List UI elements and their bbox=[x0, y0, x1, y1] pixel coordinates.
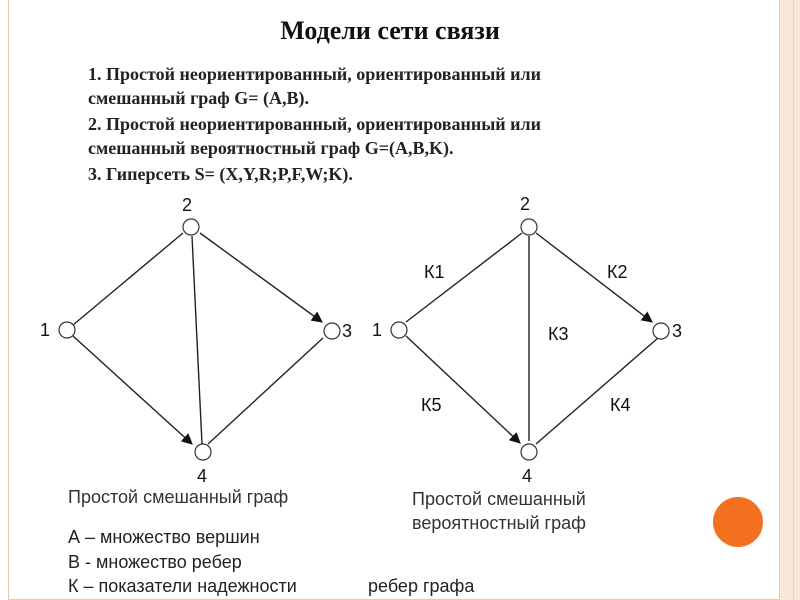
right-node-3 bbox=[652, 322, 670, 340]
left-node-3 bbox=[323, 322, 341, 340]
edge-k1 bbox=[405, 232, 523, 323]
right-node-2-label: 2 bbox=[520, 194, 530, 214]
decorative-orange-circle bbox=[713, 497, 763, 547]
right-graph-caption-line-2: вероятностный граф bbox=[412, 513, 586, 533]
edge-label-k3: К3 bbox=[548, 324, 569, 344]
decorative-side-strip bbox=[779, 0, 800, 600]
right-graph-caption-line-1: Простой смешанный bbox=[412, 489, 586, 509]
edge-k4 bbox=[535, 337, 659, 445]
left-node-1-label: 1 bbox=[40, 320, 50, 340]
edge-4-3 bbox=[207, 337, 324, 445]
right-node-2 bbox=[520, 218, 538, 236]
left-node-4 bbox=[194, 443, 212, 461]
left-node-3-label: 3 bbox=[342, 321, 352, 341]
right-node-1-label: 1 bbox=[372, 320, 382, 340]
edge-2-3-arrow bbox=[199, 232, 323, 323]
edge-k5-arrow bbox=[405, 335, 521, 444]
definition-line-5: 3. Гиперсеть S= (X,Y,R;P,F,W;K). bbox=[88, 164, 353, 184]
left-node-1 bbox=[58, 321, 76, 339]
right-node-4-label: 4 bbox=[522, 466, 532, 486]
edge-1-4-arrow bbox=[72, 335, 193, 445]
edge-2-4 bbox=[191, 235, 203, 445]
edge-label-k2: К2 bbox=[607, 262, 628, 282]
definition-line-2: смешанный граф G= (A,B). bbox=[88, 88, 309, 108]
edge-label-k1: К1 bbox=[424, 262, 445, 282]
left-graph: 1 2 3 4 bbox=[40, 195, 352, 486]
definition-line-3: 2. Простой неориентированный, ориентиров… bbox=[88, 114, 541, 134]
decorative-strip-line bbox=[793, 0, 794, 600]
left-node-2-label: 2 bbox=[182, 195, 192, 215]
edge-label-k5: К5 bbox=[421, 395, 442, 415]
legend-edges: В - множество ребер bbox=[68, 552, 242, 572]
definition-line-4: смешанный вероятностный граф G=(A,B,K). bbox=[88, 138, 454, 158]
left-node-2 bbox=[182, 218, 200, 236]
right-node-4 bbox=[520, 443, 538, 461]
legend-reliability-suffix: ребер графа bbox=[368, 576, 475, 596]
edge-k2-arrow bbox=[535, 232, 653, 323]
legend-reliability: К – показатели надежности bbox=[68, 576, 297, 596]
edge-1-2 bbox=[72, 232, 184, 326]
right-node-3-label: 3 bbox=[672, 321, 682, 341]
right-node-1 bbox=[390, 321, 408, 339]
slide-title: Модели сети связи bbox=[280, 16, 500, 45]
left-node-4-label: 4 bbox=[197, 466, 207, 486]
definition-line-1: 1. Простой неориентированный, ориентиров… bbox=[88, 64, 541, 84]
left-graph-caption: Простой смешанный граф bbox=[68, 487, 289, 507]
right-graph: 1 2 3 4 К1 К2 К3 К4 К5 bbox=[372, 194, 682, 486]
legend-vertices: А – множество вершин bbox=[68, 527, 260, 547]
edge-label-k4: К4 bbox=[610, 395, 631, 415]
